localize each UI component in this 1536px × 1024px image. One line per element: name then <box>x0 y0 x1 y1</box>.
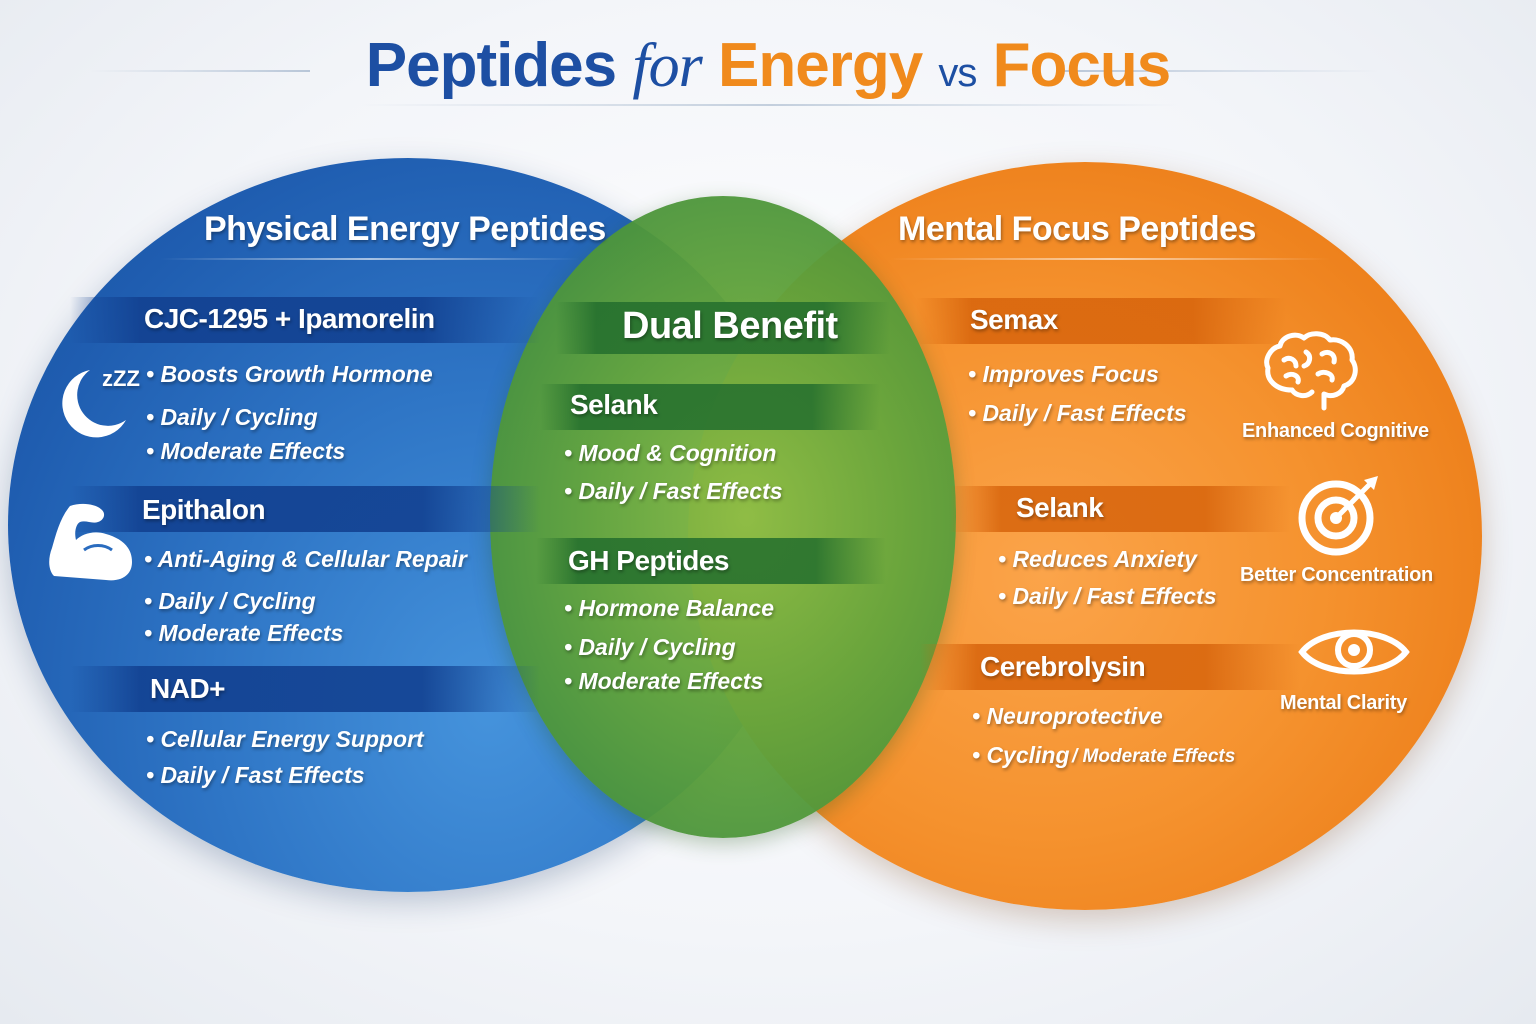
bullet-item: • Cellular Energy Support <box>146 726 424 752</box>
title-underline <box>360 104 1180 106</box>
title-word-energy: Energy <box>717 31 923 100</box>
bullet-item: • Boosts Growth Hormone <box>146 361 433 387</box>
icon-label-mental-clarity: Mental Clarity <box>1280 692 1407 714</box>
bullet-item: • Daily / Fast Effects <box>564 478 783 504</box>
moon-sleep-icon <box>62 370 126 438</box>
icon-label-enhanced-cognitive: Enhanced Cognitive <box>1242 420 1429 442</box>
band-selank-right <box>950 486 1290 532</box>
bullet-item: • Reduces Anxiety <box>998 546 1197 572</box>
peptide-name-selank-center: Selank <box>570 389 658 420</box>
band-dual-benefit <box>556 302 890 354</box>
brain-icon <box>1264 331 1358 411</box>
bullet-item: • Daily / Cycling <box>146 404 318 430</box>
title-area: Peptides for Energy vs Focus <box>0 22 1536 112</box>
sleep-z-glyph: zZZ <box>102 366 140 391</box>
band-cerebrolysin <box>920 644 1300 690</box>
bullet-item: • Daily / Fast Effects <box>146 762 365 788</box>
bullet-item: • Hormone Balance <box>564 595 774 621</box>
bullet-item: • Cycling <box>972 742 1070 768</box>
eye-icon <box>1298 629 1410 675</box>
bullet-item: • Moderate Effects <box>144 620 344 646</box>
title-word-vs: vs <box>938 51 977 95</box>
bullet-item: • Daily / Cycling <box>144 588 316 614</box>
band-center-selank <box>540 384 880 430</box>
physical-energy-heading: Physical Energy Peptides <box>204 210 606 248</box>
dual-benefit-heading: Dual Benefit <box>622 305 838 347</box>
flexed-arm-icon <box>49 503 132 581</box>
bullet-item: • Daily / Fast Effects <box>998 583 1217 609</box>
bullet-item: • Moderate Effects <box>564 668 764 694</box>
peptide-name-selank-right: Selank <box>1016 492 1104 523</box>
bullet-item: • Mood & Cognition <box>564 440 777 466</box>
band-epithalon <box>70 486 540 532</box>
title-word-for: for <box>632 32 702 100</box>
bullet-item: • Daily / Fast Effects <box>968 400 1187 426</box>
band-cjc <box>70 297 540 343</box>
title-rule-right <box>1060 70 1380 72</box>
bullet-item: • Daily / Cycling <box>564 634 736 660</box>
peptide-name-nad: NAD+ <box>150 673 226 704</box>
target-icon <box>1298 476 1378 556</box>
dual-benefit-overlap <box>490 196 956 838</box>
bullet-item: • Moderate Effects <box>146 438 346 464</box>
title-word-focus: Focus <box>992 31 1172 100</box>
icon-label-better-concentration: Better Concentration <box>1240 564 1433 586</box>
physical-heading-divider <box>160 258 580 260</box>
peptide-name-gh-peptides: GH Peptides <box>568 545 729 576</box>
band-nad <box>70 666 540 712</box>
bullet-item: • Improves Focus <box>968 361 1159 387</box>
mental-focus-heading: Mental Focus Peptides <box>898 210 1256 248</box>
band-gh-peptides <box>536 538 886 584</box>
bullet-item: • Neuroprotective <box>972 703 1163 729</box>
peptide-name-cjc1295-ipamorelin: CJC-1295 + Ipamorelin <box>144 303 435 334</box>
page-title: Peptides for Energy vs Focus <box>0 30 1536 102</box>
mental-heading-divider <box>890 258 1330 260</box>
peptide-name-epithalon: Epithalon <box>142 494 266 525</box>
peptide-name-semax: Semax <box>970 304 1058 335</box>
bullet-item-suffix: / Moderate Effects <box>1072 746 1236 767</box>
title-word-peptides: Peptides <box>365 31 617 100</box>
band-semax <box>916 298 1286 344</box>
peptide-name-cerebrolysin: Cerebrolysin <box>980 651 1146 682</box>
bullet-item: • Anti-Aging & Cellular Repair <box>144 546 467 572</box>
title-rule-left <box>90 70 310 72</box>
